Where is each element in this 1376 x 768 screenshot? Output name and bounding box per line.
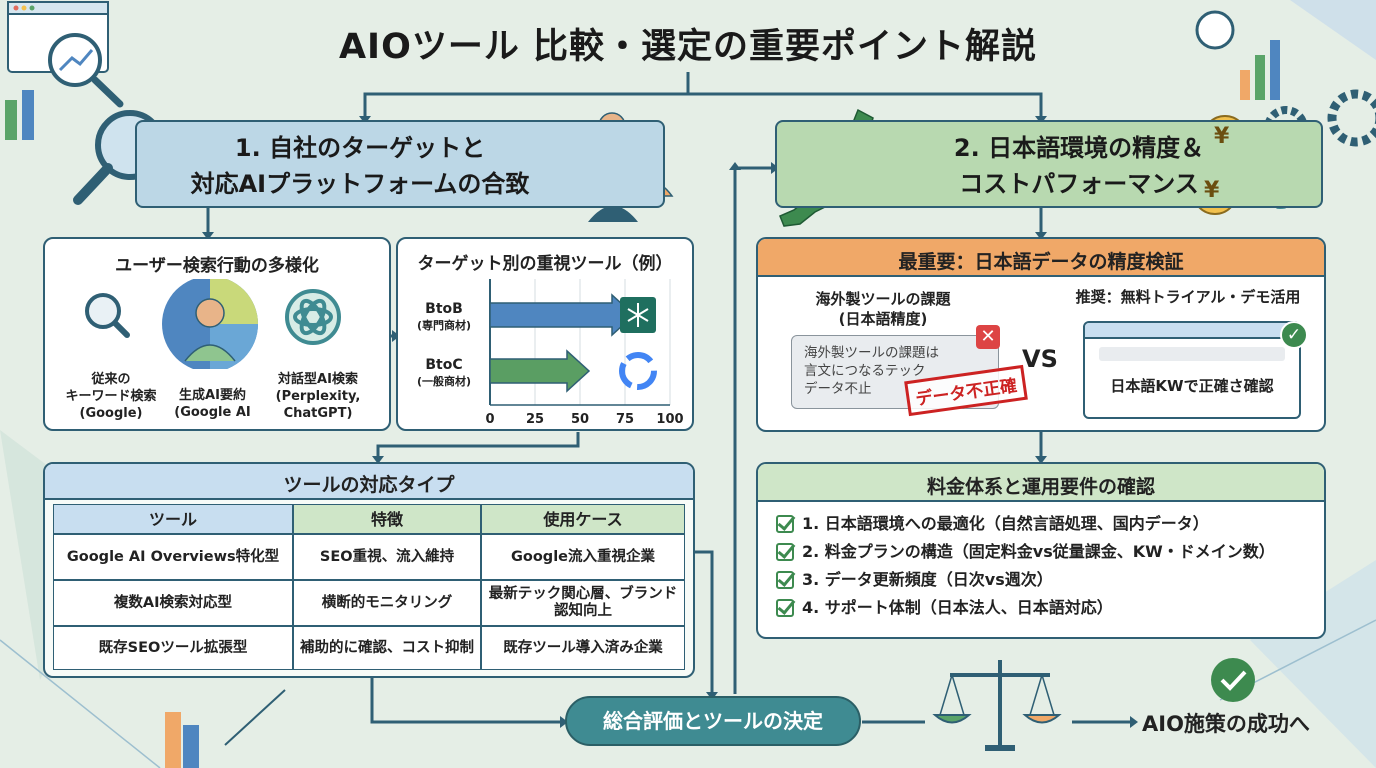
table-cell-tool: Google AI Overviews特化型 [53, 534, 293, 580]
checkbox-icon [776, 571, 794, 589]
table-cell-feature: 補助的に確認、コスト抑制 [293, 626, 481, 670]
bar-arrow [489, 293, 636, 337]
ai-summary-avatar-icon [162, 279, 258, 369]
overseas-tool-issue-title: 海外製ツールの課題 (日本語精度) [815, 290, 951, 328]
x-tick-label: 0 [485, 412, 494, 427]
yen-coin-label: ¥ [1214, 124, 1230, 149]
bar-arrow [489, 349, 591, 393]
checklist-item: 3. データ更新頻度（日次vs週次） [776, 566, 1316, 594]
table-cell-tool: 複数AI検索対応型 [53, 580, 293, 626]
flow-connectors [206, 72, 1132, 724]
bar-arrow-icon [165, 689, 286, 768]
decision-button[interactable]: 総合評価とツールの決定 [565, 696, 861, 746]
header-feature: 特徴 [293, 504, 481, 534]
user-chart-icon [1195, 10, 1280, 100]
check-circle-icon [1211, 658, 1255, 702]
tool-types-panel: ツールの対応タイプ ツール特徴使用ケース Google AI Overviews特… [43, 462, 695, 678]
category-sublabel: (一般商材) [417, 374, 471, 388]
check-icon: ✓ [1280, 321, 1308, 349]
chart-area: 0 25 50 75 100 BtoB(専門商材) BtoC(一般商材) [417, 279, 684, 427]
table-cell-use-case: Google流入重視企業 [481, 534, 685, 580]
chart-title: ターゲット別の重視ツール（例） [417, 254, 673, 274]
table-cell-use-case: 既存ツール導入済み企業 [481, 626, 685, 670]
checklist-item: 1. 日本語環境への最適化（自然言語処理、国内データ） [776, 510, 1316, 538]
error-x-icon: ✕ [976, 325, 1000, 349]
accuracy-panel: 最重要：日本語データの精度検証 海外製ツールの課題 (日本語精度) 海外製ツール… [756, 237, 1326, 432]
page-title: AIOツール 比較・選定の重要ポイント解説 [338, 27, 1038, 67]
vs-label: VS [1022, 345, 1058, 373]
chat-ai-search-label: 対話型AI検索 (Perplexity, ChatGPT) [275, 372, 361, 421]
chat-ai-icon [285, 289, 341, 345]
success-label: AIO施策の成功へ [1142, 712, 1310, 736]
table-cell-feature: SEO重視、流入維持 [293, 534, 481, 580]
section2-header: 2. 日本語環境の精度＆ コストパフォーマンス [775, 120, 1323, 208]
search-behavior-icons [85, 279, 341, 369]
section2-heading-line1: 2. 日本語環境の精度＆ [953, 134, 1205, 162]
japanese-kw-check-text: 日本語KWで正確さ確認 [1110, 377, 1274, 395]
table-cell-use-case: 最新テック関心層、ブランド認知向上 [481, 580, 685, 626]
table-cell-feature: 横断的モニタリング [293, 580, 481, 626]
pricing-checklist: 1. 日本語環境への最適化（自然言語処理、国内データ） 2. 料金プランの構造（… [776, 510, 1316, 622]
section1-heading-line2: 対応AIプラットフォームの合致 [190, 170, 530, 198]
scale-icon [932, 660, 1062, 751]
section1-header: 1. 自社のターゲットと 対応AIプラットフォームの合致 [135, 120, 665, 208]
header-use-case: 使用ケース [481, 504, 685, 534]
table-cell-tool: 既存SEOツール拡張型 [53, 626, 293, 670]
target-tool-chart-panel: ターゲット別の重視ツール（例） 0 25 50 75 100 BtoB(専門商材) BtoC… [396, 237, 694, 431]
header-tool: ツール [53, 504, 293, 534]
checkbox-icon [776, 599, 794, 617]
growth-chart-icon [48, 33, 124, 108]
ai-tool-logo-icon [627, 303, 649, 327]
ai-summary-label: 生成AI要約 (Google AI [174, 388, 251, 420]
user-behavior-title: ユーザー検索行動の多様化 [115, 256, 319, 276]
x-tick-label: 25 [526, 412, 544, 427]
yen-coin-label: ¥ [1204, 178, 1220, 203]
x-tick-label: 75 [616, 412, 634, 427]
x-tick-label: 100 [656, 412, 683, 427]
section1-heading-line1: 1. 自社のターゲットと [234, 134, 486, 162]
checkbox-icon [776, 515, 794, 533]
accuracy-title: 最重要：日本語データの精度検証 [898, 251, 1184, 273]
keyword-search-icon [85, 293, 130, 338]
user-behavior-panel: ユーザー検索行動の多様化 従来の キーワード検索 (Google) 生成AI要約… [43, 237, 391, 431]
recommendation-title: 推奨：無料トライアル・デモ活用 [1075, 288, 1301, 306]
trial-browser-window: 日本語KWで正確さ確認 [1083, 321, 1301, 419]
category-label: BtoB [425, 301, 463, 317]
checkbox-icon [776, 543, 794, 561]
pricing-panel: 料金体系と運用要件の確認 1. 日本語環境への最適化（自然言語処理、国内データ）… [756, 462, 1326, 639]
checklist-item: 4. サポート体制（日本法人、日本語対応） [776, 594, 1316, 622]
x-tick-label: 50 [571, 412, 589, 427]
checklist-item: 2. 料金プランの構造（固定料金vs従量課金、KW・ドメイン数） [776, 538, 1316, 566]
section2-heading-line2: コストパフォーマンス [959, 170, 1199, 198]
category-label: BtoC [425, 357, 462, 373]
category-sublabel: (専門商材) [417, 318, 471, 332]
keyword-search-label: 従来の キーワード検索 (Google) [65, 372, 157, 421]
google-logo-icon [619, 352, 657, 390]
pricing-title: 料金体系と運用要件の確認 [926, 476, 1155, 498]
tool-types-title: ツールの対応タイプ [283, 474, 455, 496]
